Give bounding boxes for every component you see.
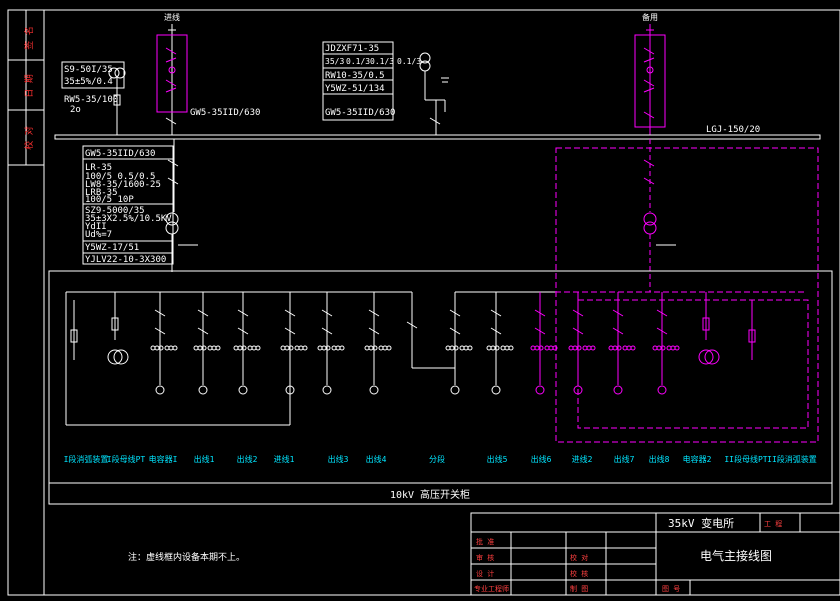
- feeder-label-17: II段消弧装置: [767, 454, 817, 464]
- feeder-label-4: 出线1: [194, 454, 215, 464]
- incoming-left: 进线 GW5-35IID/630: [156, 12, 260, 135]
- main-transformer-right: [555, 139, 819, 443]
- feeder-6: 进线1: [274, 292, 308, 464]
- feeder-label-6: 进线1: [274, 454, 295, 464]
- station-transformer: S9-50I/35 35±5%/0.4 RW5-35/100 2o: [61, 61, 126, 135]
- feeder-label-16: II段母线PT: [724, 454, 767, 464]
- bus-10kv: [65, 291, 809, 429]
- side-label-check: 校 对: [23, 126, 35, 149]
- switchgear-frame: [48, 270, 833, 505]
- feeder-label-5: 出线2: [237, 454, 258, 464]
- incoming-right: 备用: [634, 12, 666, 135]
- feeder-label-2: I段母线PT: [107, 454, 146, 464]
- feeder-13: 出线7: [568, 292, 635, 464]
- tb-row-design: 设 计: [476, 569, 494, 578]
- mt-breaker: LR-35: [85, 163, 112, 173]
- side-stamp: 签 名 日 期 校 对: [23, 26, 35, 149]
- tb-mid-verify: 校 核: [570, 569, 588, 578]
- mt-ct3: LRB-35: [85, 188, 118, 198]
- switchgear-label: 10kV 高压开关柜: [390, 488, 470, 501]
- feeder-17: II段消弧装置: [748, 300, 817, 464]
- feeder-14: 出线8: [608, 292, 670, 464]
- mt-cable: YJLV22-10-3X300: [85, 255, 166, 265]
- feeder-3: 电容器I: [149, 292, 178, 464]
- feeder-15: 电容器2: [652, 292, 712, 464]
- mt-ct2: LW8-35/1600-25: [85, 180, 161, 190]
- feeder-1: I段消弧装置: [64, 300, 109, 464]
- mt-group: YdII: [85, 222, 107, 232]
- tb-project: 35kV 变电所: [668, 516, 734, 530]
- mt-ratio: 35±3X2.5%/10.5KV: [85, 214, 172, 224]
- main-transformer-left: GW5-35IID/630 LR-35 100/5 0.5/0.5 LW8-35…: [82, 139, 198, 272]
- tb-row-review: 审 核: [476, 553, 494, 562]
- pt-ratio-d: 0.1/3: [397, 57, 421, 66]
- feeder-label-14: 出线8: [649, 454, 670, 464]
- station-transformer-ir: 2o: [70, 105, 81, 115]
- title-block: [470, 512, 840, 596]
- feeder-label-12: 进线2: [572, 454, 593, 464]
- feeder-12: 进线2: [530, 292, 593, 464]
- tb-mid-check: 校 对: [570, 553, 588, 562]
- feeder-2: I段母线PT: [107, 292, 146, 464]
- bus-conductor-label: LGJ-150/20: [706, 125, 760, 135]
- tb-drawing-no: 图 号: [662, 585, 680, 593]
- station-transformer-fuse: RW5-35/100: [64, 95, 118, 105]
- mt-arrester: Y5WZ-17/51: [85, 243, 139, 253]
- pt-group: JDZXF71-35 35/3 0.1/3 0.1/3 0.1/3 RW10-3…: [322, 41, 449, 135]
- bus-35kv: LGJ-150/20: [54, 125, 821, 140]
- drawing-frame: [7, 9, 840, 596]
- feeder-4: 出线1: [193, 292, 221, 464]
- station-transformer-ratio: 35±5%/0.4: [64, 77, 113, 87]
- pt-ratio-a: 35/3: [325, 57, 344, 66]
- side-label-date: 日 期: [24, 74, 35, 97]
- tb-drawing-title: 电气主接线图: [700, 548, 772, 563]
- incoming-right-label: 备用: [642, 12, 658, 22]
- station-transformer-model: S9-50I/35: [64, 65, 113, 75]
- pt-fuse: RW10-35/0.5: [325, 71, 385, 81]
- feeder-label-11: 出线6: [531, 454, 552, 464]
- feeder-label-10: 出线5: [487, 454, 508, 464]
- pt-arrester: Y5WZ-51/134: [325, 84, 385, 94]
- tb-row-approve: 批 准: [476, 537, 494, 546]
- pt-disconnector: GW5-35IID/630: [325, 108, 395, 118]
- feeder-16: II段母线PT: [698, 292, 768, 464]
- feeder-label-3: 电容器I: [149, 454, 178, 464]
- pt-ratio-b: 0.1/3: [346, 57, 370, 66]
- feeder-7: 出线3: [317, 292, 349, 464]
- feeder-8: 出线4: [364, 292, 392, 464]
- tb-mid-draw: 制 图: [570, 584, 588, 593]
- side-label-sign: 签 名: [23, 26, 35, 49]
- mt-ct4: 100/5 10P: [85, 195, 134, 205]
- mt-disconnector: GW5-35IID/630: [85, 149, 155, 159]
- incoming-left-label: 进线: [164, 12, 180, 22]
- feeder-9: 分段: [406, 292, 455, 464]
- feeder-label-13: 出线7: [614, 454, 635, 464]
- tb-stage: 工 程: [764, 519, 782, 528]
- feeder-label-15: 电容器2: [683, 454, 712, 464]
- mt-impedance: Ud%=7: [85, 230, 112, 240]
- feeder-11: 出线6: [486, 292, 552, 464]
- feeder-10: 出线5: [445, 292, 508, 464]
- mt-ct1: 100/5 0.5/0.5: [85, 172, 155, 182]
- pt-model: JDZXF71-35: [325, 44, 379, 54]
- feeder-label-7: 出线3: [328, 454, 349, 464]
- title-block-text: 35kV 变电所 工 程 电气主接线图 批 准 审 核 设 计 专业工程师 校 …: [474, 516, 782, 593]
- pt-ratio-c: 0.1/3: [370, 57, 394, 66]
- feeder-label-9: 分段: [429, 454, 445, 464]
- left-line-disconnector: GW5-35IID/630: [190, 108, 260, 118]
- feeder-label-1: I段消弧装置: [64, 454, 109, 464]
- feeder-label-8: 出线4: [366, 454, 387, 464]
- diagram-note: 注：虚线框内设备本期不上。: [128, 551, 245, 563]
- mt-model: SZ9-5000/35: [85, 206, 145, 216]
- tb-row-engineer: 专业工程师: [474, 584, 509, 593]
- feeder-5: 出线2: [233, 292, 261, 464]
